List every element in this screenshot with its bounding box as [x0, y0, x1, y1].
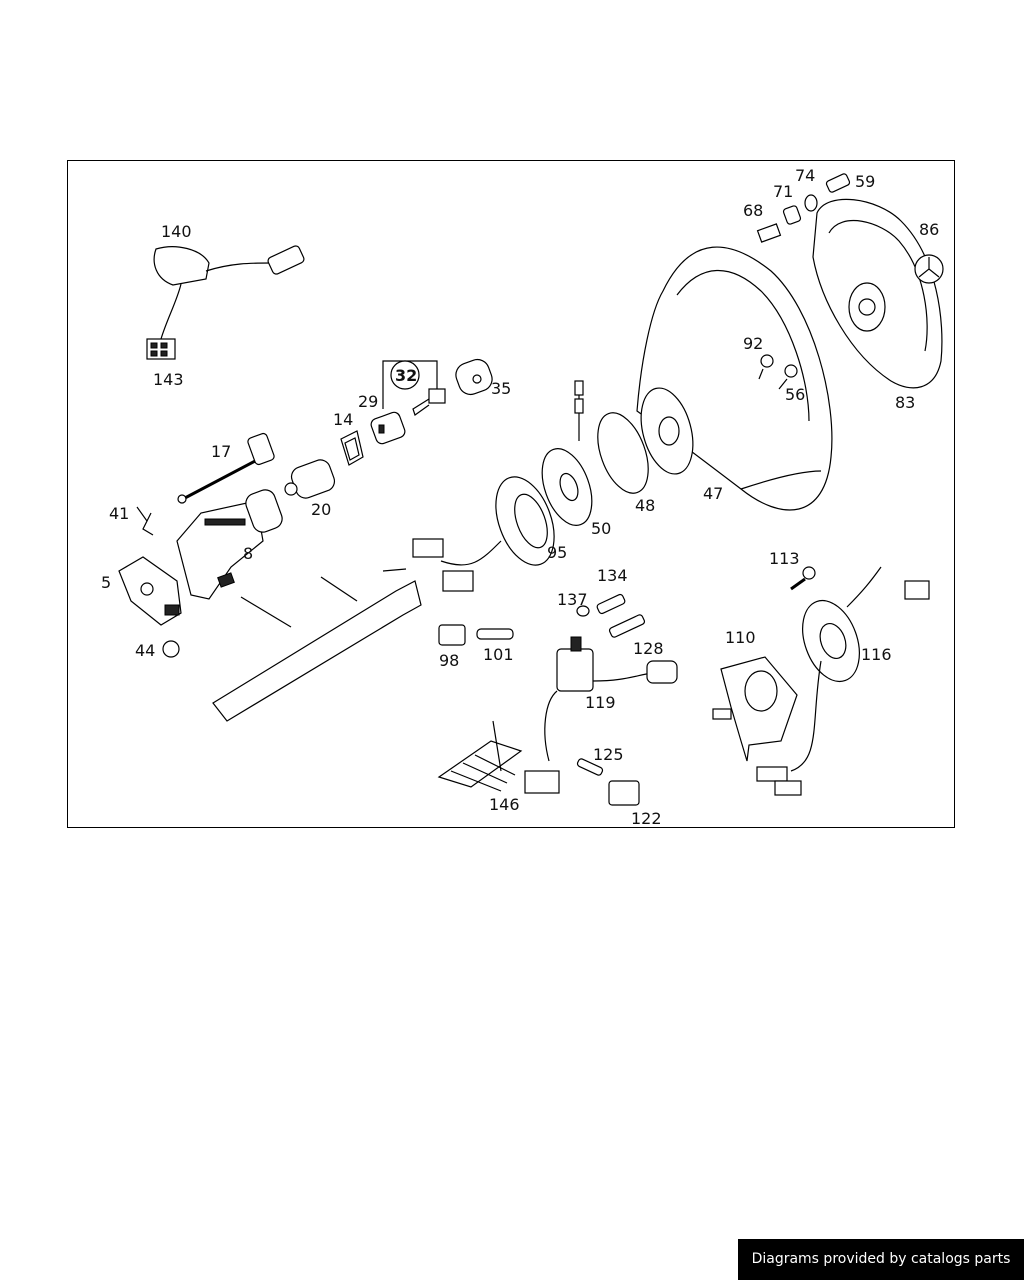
part-20-cylinder-drawing	[284, 459, 336, 499]
part-label-95: 95	[547, 543, 567, 562]
part-label-86: 86	[919, 220, 939, 239]
part-label-101: 101	[483, 645, 514, 664]
part-44-nut-drawing	[162, 640, 180, 658]
part-47-steering-wheel-drawing	[636, 246, 833, 511]
part-label-44: 44	[135, 641, 155, 660]
part-label-74: 74	[795, 166, 815, 185]
part-35-knob-drawing	[455, 358, 493, 396]
part-140-sensor-drawing	[146, 245, 305, 360]
part-29-lock-cylinder-drawing	[370, 360, 446, 445]
parts-diagram-frame: 140 143 32 35 29 14 17 20 41 8 5 44 95 5…	[67, 160, 955, 828]
part-label-122: 122	[631, 809, 662, 828]
part-label-47: 47	[703, 484, 723, 503]
part-86-emblem-drawing	[914, 254, 944, 284]
part-label-17: 17	[211, 442, 231, 461]
part-label-32: 32	[395, 366, 417, 385]
part-label-116: 116	[861, 645, 892, 664]
part-label-134: 134	[597, 566, 628, 585]
part-68-71-74-59-small-parts-drawing	[756, 173, 851, 243]
part-label-143: 143	[153, 370, 184, 389]
steering-column-tube-drawing	[212, 568, 422, 722]
part-50-plate-drawing	[541, 380, 593, 526]
part-label-35: 35	[491, 379, 511, 398]
steering-column-exploded-diagram: 140 143 32 35 29 14 17 20 41 8 5 44 95 5…	[101, 166, 944, 828]
part-label-56: 56	[785, 385, 805, 404]
part-label-14: 14	[333, 410, 353, 429]
part-label-68: 68	[743, 201, 763, 220]
part-label-119: 119	[585, 693, 616, 712]
part-label-128: 128	[633, 639, 664, 658]
part-137-134-128-fasteners-drawing	[576, 593, 646, 638]
watermark-banner: Diagrams provided by catalogs parts	[738, 1239, 1024, 1280]
part-label-5: 5	[101, 573, 111, 592]
part-label-110: 110	[725, 628, 756, 647]
part-label-71: 71	[773, 182, 793, 201]
part-110-bracket-drawing	[712, 656, 798, 762]
part-label-59: 59	[855, 172, 875, 191]
part-label-146: 146	[489, 795, 520, 814]
part-95-contact-ring-drawing	[412, 476, 555, 592]
part-label-50: 50	[591, 519, 611, 538]
part-14-ring-drawing	[340, 430, 364, 466]
part-146-pin-rack-drawing	[437, 720, 523, 792]
part-label-29: 29	[358, 392, 378, 411]
part-label-41: 41	[109, 504, 129, 523]
part-83-horn-pad-drawing	[812, 198, 943, 389]
part-8-switch-housing-drawing	[176, 489, 283, 600]
part-label-48: 48	[635, 496, 655, 515]
part-label-98: 98	[439, 651, 459, 670]
part-label-137: 137	[557, 590, 588, 609]
part-116-slip-ring-drawing	[756, 566, 930, 796]
part-label-125: 125	[593, 745, 624, 764]
part-113-screw-drawing	[790, 566, 816, 591]
part-92-56-screws-drawing	[758, 354, 798, 390]
part-label-113: 113	[769, 549, 800, 568]
part-label-8: 8	[243, 544, 253, 563]
part-41-pin-drawing	[136, 506, 154, 536]
part-5-lock-housing-drawing	[118, 556, 182, 626]
part-17-rod-drawing	[177, 432, 275, 504]
part-label-92: 92	[743, 334, 763, 353]
part-125-122-connector-drawing	[576, 758, 640, 806]
part-label-140: 140	[161, 222, 192, 241]
part-48-ring-drawing	[597, 412, 649, 494]
part-98-101-connector-drawing	[438, 624, 514, 646]
part-119-switch-harness-drawing	[524, 636, 678, 794]
part-label-83: 83	[895, 393, 915, 412]
part-label-20: 20	[311, 500, 331, 519]
